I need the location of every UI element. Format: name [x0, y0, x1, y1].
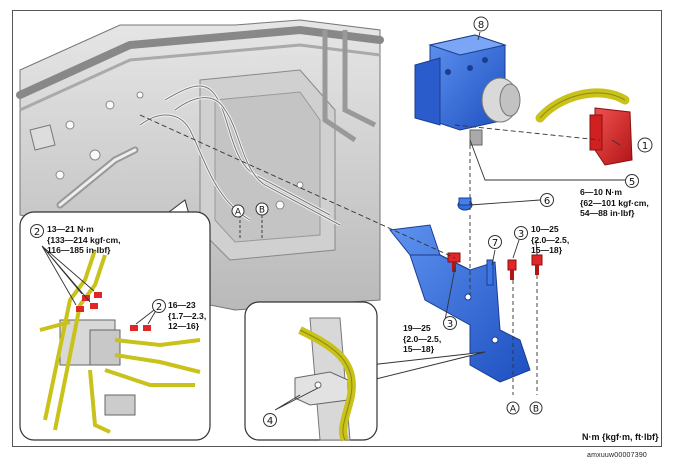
torque-line: 19—25 — [403, 323, 431, 333]
callout-2b-label: 2 — [156, 302, 162, 313]
callout-3a — [514, 226, 528, 240]
callout-2b — [152, 299, 166, 313]
hcu-unit — [414, 34, 521, 146]
callout-8-label: 8 — [478, 20, 484, 31]
torque-line: 15—18} — [531, 245, 563, 255]
callout-b1-label: B — [259, 206, 265, 216]
callout-a1-label: A — [235, 208, 242, 218]
torque-line: {133—214 kgf·cm, — [47, 234, 121, 245]
detail-view-harness-clip — [244, 301, 486, 442]
torque-line: {62—101 kgf·cm, — [580, 197, 649, 208]
callout-3b-label: 3 — [447, 319, 453, 330]
mount-grommet — [457, 197, 473, 211]
detail-view-hcu-lines — [19, 199, 211, 441]
callout-b1 — [255, 202, 269, 216]
callout-5 — [625, 174, 639, 188]
torque-units-legend: N·m {kgf·m, ft·lbf} — [582, 432, 659, 442]
torque-line: {2.0—2.5, — [403, 333, 442, 344]
callout-a1 — [231, 204, 245, 218]
callouts: 1 2 2 3 3 4 5 6 7 8 A B A B — [30, 16, 653, 427]
callout-7-label: 7 — [492, 238, 498, 249]
figure-code: amxuuw00007390 — [587, 452, 648, 459]
callout-a2 — [506, 401, 520, 415]
torque-spec-bracket-bolt-right: 10—25 {2.0—2.5, 15—18} — [531, 224, 569, 256]
vehicle-body-illustration — [16, 19, 384, 311]
callout-3a-label: 3 — [518, 229, 524, 240]
torque-spec-hcu-fittings: 16—23 {1.7—2.3, 12—16} — [168, 300, 206, 332]
hcu-bracket — [389, 224, 531, 383]
callout-1 — [637, 137, 653, 153]
torque-spec-line-fittings: 13—21 N·m {133—214 kgf·cm, 116—185 in·lb… — [47, 224, 121, 256]
torque-line: 13—21 N·m — [47, 224, 94, 234]
callout-2a-label: 2 — [34, 227, 40, 238]
torque-line: 6—10 N·m — [580, 187, 623, 197]
callout-8 — [473, 16, 489, 32]
torque-line: {2.0—2.5, — [531, 234, 570, 245]
callout-2a — [30, 224, 44, 238]
callout-1-label: 1 — [642, 141, 648, 152]
leader-lines — [139, 31, 625, 395]
torque-line: 54—88 in·lbf} — [580, 208, 635, 218]
callout-7 — [488, 235, 502, 249]
diagram-frame — [12, 10, 662, 447]
callout-a2-label: A — [510, 405, 517, 415]
torque-line: 116—185 in·lbf} — [47, 245, 111, 255]
torque-line: 15—18} — [403, 344, 435, 354]
torque-spec-bracket-bolt-left: 19—25 {2.0—2.5, 15—18} — [403, 323, 441, 355]
callout-6 — [540, 193, 554, 207]
torque-line: 16—23 — [168, 300, 196, 310]
callout-b2 — [529, 401, 543, 415]
callout-b2-label: B — [533, 405, 539, 415]
hcu-connector — [535, 88, 633, 166]
callout-5-label: 5 — [629, 177, 635, 188]
torque-line: 12—16} — [168, 321, 200, 331]
torque-line: 10—25 — [531, 224, 559, 234]
callout-6-label: 6 — [544, 196, 550, 207]
callout-4 — [263, 413, 277, 427]
callout-3b — [443, 316, 457, 330]
torque-spec-hcu-nut: 6—10 N·m {62—101 kgf·cm, 54—88 in·lbf} — [580, 187, 649, 219]
callout-4-label: 4 — [267, 416, 273, 427]
torque-line: {1.7—2.3, — [168, 310, 207, 321]
